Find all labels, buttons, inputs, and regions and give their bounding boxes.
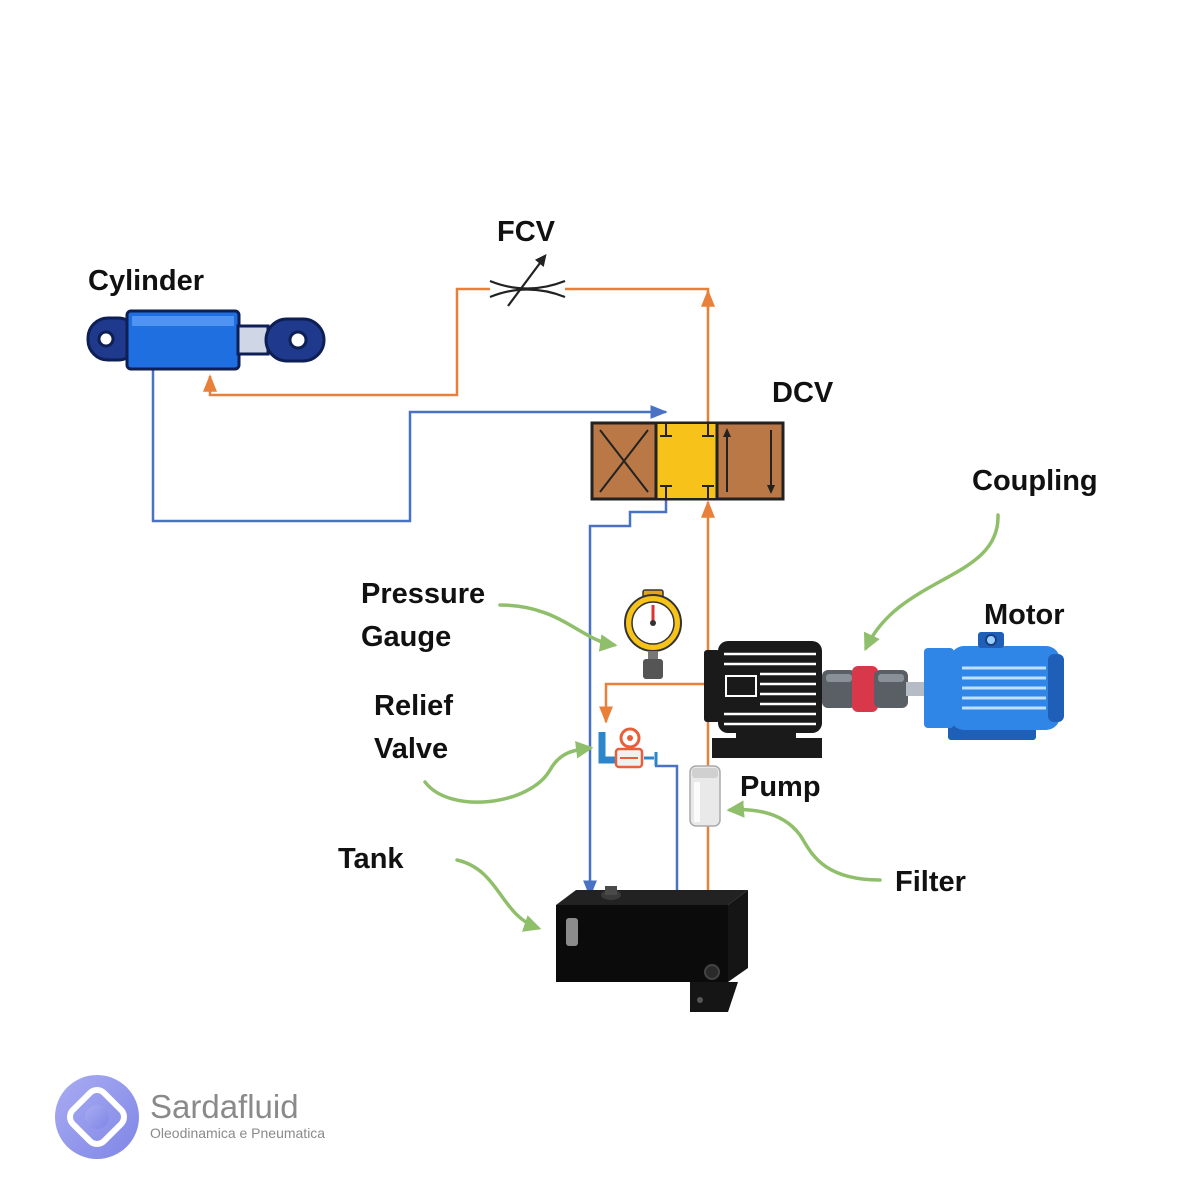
label-relief-line2: Valve [374, 733, 448, 765]
label-relief-line1: Relief [374, 690, 453, 722]
label-fcv: FCV [497, 216, 556, 248]
coupling-callout [863, 513, 1000, 652]
label-tank: Tank [338, 843, 404, 875]
relief-return-line [655, 764, 684, 909]
dcv [590, 421, 785, 501]
label-motor: Motor [984, 599, 1065, 631]
filter-callout [726, 800, 882, 882]
fcv-symbol [489, 253, 566, 307]
motor [924, 632, 1064, 740]
cylinder [86, 309, 326, 371]
coupling [822, 666, 928, 712]
pressure-line-fcv [565, 287, 710, 423]
label-filter: Filter [895, 866, 966, 898]
tank-callout [455, 858, 542, 932]
filter [689, 765, 721, 827]
pressure-line-cylinder [203, 287, 490, 397]
tank [556, 886, 748, 1012]
label-pressure-line2: Gauge [361, 621, 451, 653]
callout-arrows [423, 513, 1000, 932]
label-cylinder: Cylinder [88, 265, 204, 297]
brand-logo: Sardafluid Oleodinamica e Pneumatica [55, 1075, 325, 1159]
pressure-gauge [624, 589, 682, 679]
pressure-line-relief [599, 682, 708, 724]
label-pump: Pump [740, 771, 821, 803]
brand-tagline: Oleodinamica e Pneumatica [150, 1125, 325, 1141]
return-lines [151, 370, 684, 909]
label-pressure-line1: Pressure [361, 578, 485, 610]
pump [704, 641, 822, 758]
relief-valve [598, 727, 658, 769]
label-coupling: Coupling [972, 465, 1098, 497]
label-dcv: DCV [772, 377, 834, 409]
pressure-gauge-callout [498, 603, 618, 652]
return-line-cylinder [151, 370, 668, 523]
brand-name: Sardafluid [150, 1088, 299, 1125]
return-line-tank [583, 500, 668, 898]
relief-valve-callout [423, 741, 594, 804]
